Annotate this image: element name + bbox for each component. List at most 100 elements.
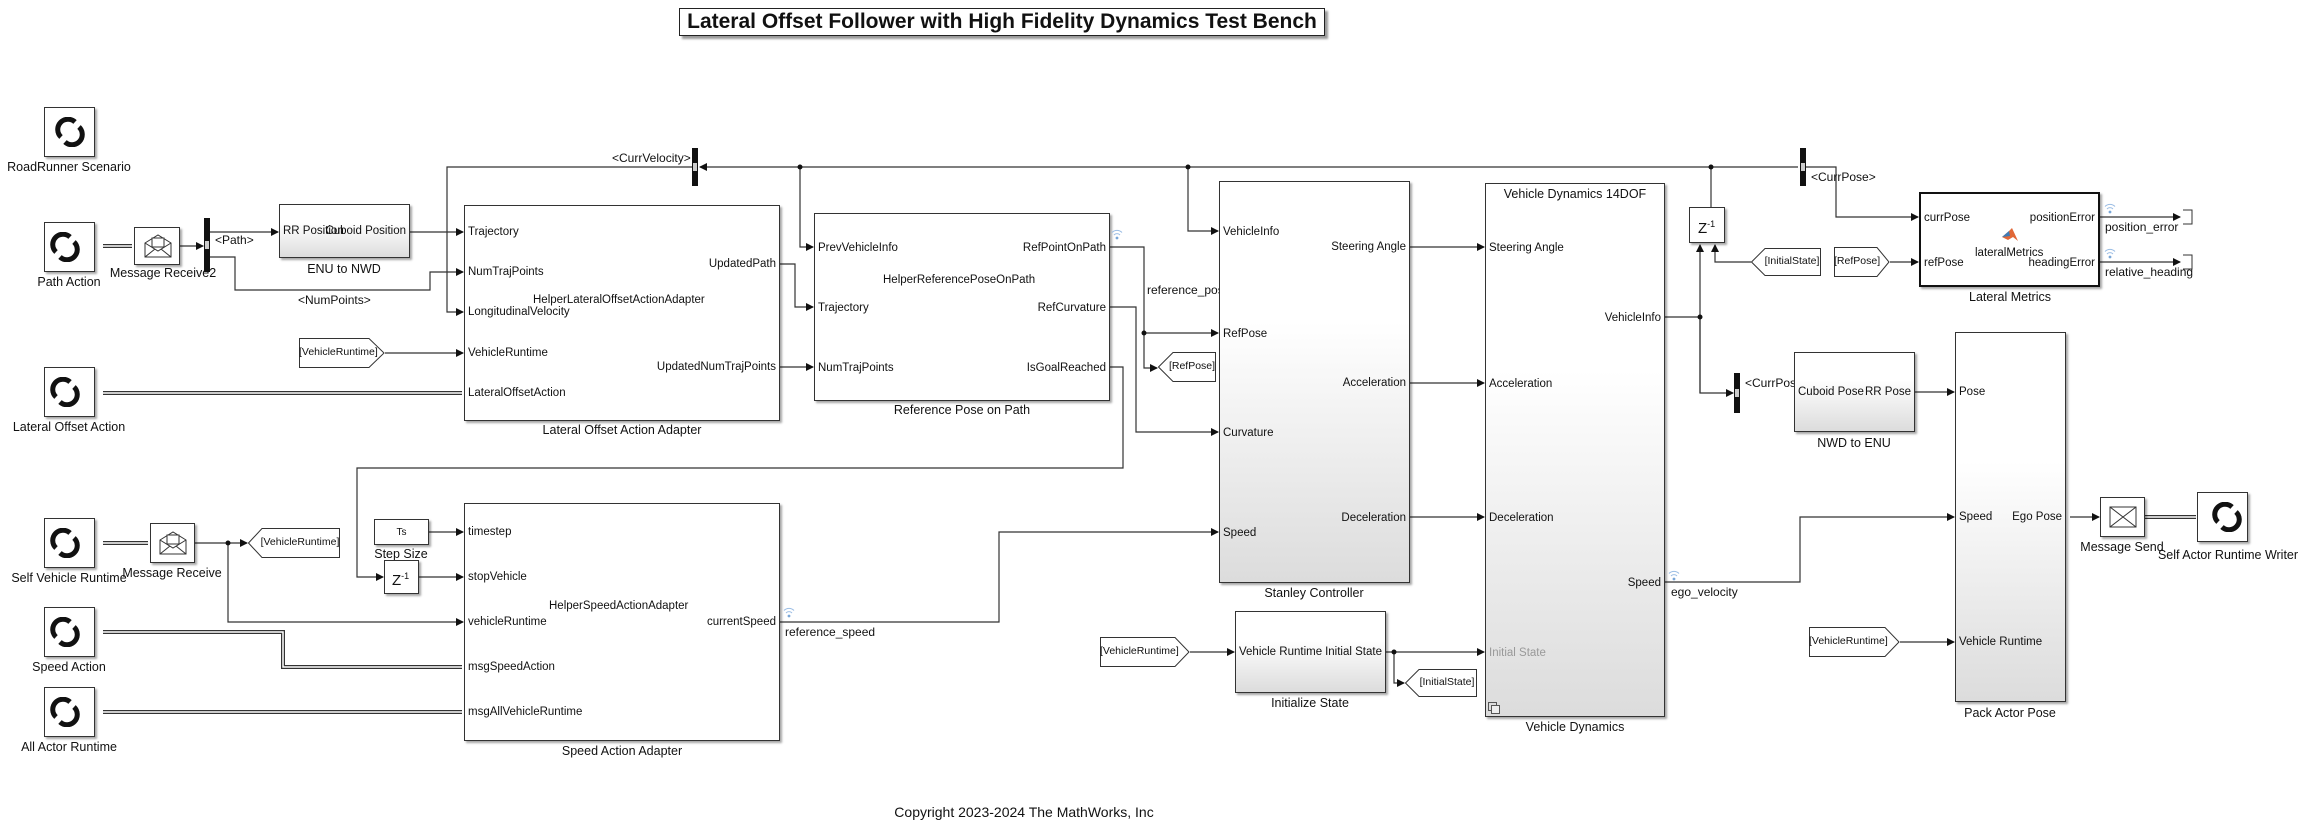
nwd-to-enu-block[interactable]: Cuboid Pose RR Pose xyxy=(1794,352,1915,432)
port-label: NumTrajPoints xyxy=(818,362,894,374)
enu-to-nwd-block[interactable]: RR Position Cuboid Position xyxy=(279,204,410,258)
ref-pose-from-tag[interactable]: [RefPose] xyxy=(1834,247,1890,277)
port-label: Pose xyxy=(1959,386,1986,398)
port-label: Acceleration xyxy=(1489,378,1553,390)
roadrunner-scenario-caption: RoadRunner Scenario xyxy=(7,160,131,174)
path-action-caption: Path Action xyxy=(37,275,101,289)
signal-log-icon xyxy=(2104,248,2116,259)
speed-action-block[interactable] xyxy=(44,607,95,657)
message-receive2-block[interactable] xyxy=(134,227,180,265)
ref-pose-goto-tag[interactable]: [RefPose] xyxy=(1158,352,1216,382)
port-label: Speed xyxy=(1627,577,1661,589)
bus-selector[interactable] xyxy=(1800,148,1806,186)
enu-to-nwd-caption: ENU to NWD xyxy=(307,262,381,276)
bus-selector[interactable] xyxy=(204,218,210,272)
port-label: Cuboid Pose xyxy=(1798,386,1864,398)
all-actor-runtime-caption: All Actor Runtime xyxy=(21,740,117,754)
diagram-title: Lateral Offset Follower with High Fideli… xyxy=(679,8,1325,36)
port-label: headingError xyxy=(2028,257,2095,269)
port-label: LateralOffsetAction xyxy=(468,387,566,399)
roadrunner-event-icon xyxy=(49,697,80,727)
message-send-block[interactable] xyxy=(2100,497,2145,537)
bus-selector[interactable] xyxy=(1734,373,1740,413)
lateral-offset-adapter-caption: Lateral Offset Action Adapter xyxy=(542,423,702,437)
roadrunner-icon xyxy=(54,117,85,147)
port-label: Ego Pose xyxy=(2012,511,2062,523)
vehicle-runtime-goto-tag[interactable]: [VehicleRuntime] xyxy=(248,528,340,558)
function-name: HelperReferencePoseOnPath xyxy=(883,274,1036,286)
stanley-controller-caption: Stanley Controller xyxy=(1264,586,1364,600)
speed-action-adapter-block[interactable]: timestep stopVehicle vehicleRuntime msgS… xyxy=(464,503,780,741)
ego-velocity-label: ego_velocity xyxy=(1671,585,1738,599)
port-label: Initial State xyxy=(1325,646,1382,658)
vehicle-runtime-from-tag[interactable]: [VehicleRuntime] xyxy=(1100,637,1190,667)
initial-state-from-tag[interactable]: [InitialState] xyxy=(1751,248,1821,276)
port-label: Cuboid Position xyxy=(325,225,406,237)
all-actor-runtime-block[interactable] xyxy=(44,687,95,737)
port-label: RR Position xyxy=(283,225,344,237)
port-label: stopVehicle xyxy=(468,571,527,583)
roadrunner-event-icon xyxy=(49,377,80,407)
bus-selector[interactable] xyxy=(692,148,698,186)
port-label: Steering Angle xyxy=(1489,242,1564,254)
port-label: refPose xyxy=(1924,257,1964,269)
function-name: HelperSpeedActionAdapter xyxy=(549,600,689,612)
stanley-controller-block[interactable]: VehicleInfo RefPose Curvature Speed Stee… xyxy=(1219,181,1410,583)
roadrunner-scenario-block[interactable] xyxy=(44,107,95,157)
relative-heading-label: relative_heading xyxy=(2105,265,2194,279)
port-label: Trajectory xyxy=(468,226,519,238)
pack-actor-pose-block[interactable]: Pose Speed Vehicle Runtime Ego Pose xyxy=(1955,332,2066,702)
port-label: timestep xyxy=(468,526,512,538)
reference-pose-caption: Reference Pose on Path xyxy=(893,403,1031,417)
roadrunner-event-icon xyxy=(49,617,80,647)
port-label: UpdatedPath xyxy=(708,258,776,270)
nwd-to-enu-caption: NWD to ENU xyxy=(1817,436,1891,450)
initialize-state-caption: Initialize State xyxy=(1271,696,1349,710)
port-label: Steering Angle xyxy=(1331,241,1406,253)
lateral-offset-adapter-block[interactable]: Trajectory NumTrajPoints LongitudinalVel… xyxy=(464,205,780,421)
vehicle-runtime-from-tag[interactable]: [VehicleRuntime] xyxy=(299,338,385,368)
port-label: Vehicle Runtime xyxy=(1959,636,2043,648)
port-label: msgSpeedAction xyxy=(468,661,555,673)
lateral-metrics-block[interactable]: currPose refPose positionError headingEr… xyxy=(1919,192,2100,287)
port-label: Deceleration xyxy=(1489,512,1554,524)
message-receive2-caption: Message Receive2 xyxy=(109,266,217,280)
numpoints-signal-label: <NumPoints> xyxy=(298,293,371,307)
signal-log-icon xyxy=(1111,229,1123,240)
copyright-notice: Copyright 2023-2024 The MathWorks, Inc xyxy=(894,804,1154,820)
step-size-block[interactable]: Ts xyxy=(374,519,429,545)
port-label: IsGoalReached xyxy=(1026,362,1106,374)
curr-pose-label: <CurrPose> xyxy=(1811,170,1876,184)
port-label: currPose xyxy=(1924,212,1971,224)
reference-pose-block[interactable]: PrevVehicleInfo Trajectory NumTrajPoints… xyxy=(814,213,1110,401)
initial-state-goto-tag[interactable]: [InitialState] xyxy=(1405,669,1477,697)
message-receive-block[interactable] xyxy=(150,523,195,563)
roadrunner-event-icon xyxy=(49,528,80,558)
curr-velocity-label: <CurrVelocity> xyxy=(612,151,691,165)
vehicle-runtime-from-tag[interactable]: [VehicleRuntime] xyxy=(1809,627,1900,657)
port-label: RefPointOnPath xyxy=(1022,242,1106,254)
message-send-caption: Message Send xyxy=(2080,540,2164,554)
reference-speed-label: reference_speed xyxy=(785,625,876,639)
port-label: Speed xyxy=(1223,527,1257,539)
roadrunner-event-icon xyxy=(49,232,80,262)
step-size-caption: Step Size xyxy=(374,547,428,561)
initialize-state-block[interactable]: Vehicle Runtime Initial State xyxy=(1235,611,1386,693)
path-action-block[interactable] xyxy=(44,222,95,272)
self-vehicle-runtime-block[interactable] xyxy=(44,518,95,568)
unit-delay-block[interactable]: Z-1 xyxy=(1689,207,1725,243)
unit-delay-block[interactable]: Z-1 xyxy=(384,560,419,594)
self-actor-runtime-writer-block[interactable] xyxy=(2197,492,2248,542)
unit-delay-label: Z-1 xyxy=(392,571,410,589)
pack-actor-pose-caption: Pack Actor Pose xyxy=(1964,706,2056,720)
message-receive-caption: Message Receive xyxy=(122,566,222,580)
signal-log-icon xyxy=(2104,203,2116,214)
port-label: positionError xyxy=(2029,212,2095,224)
vehicle-dynamics-block[interactable]: Vehicle Dynamics 14DOF Steering Angle Ac… xyxy=(1485,183,1665,717)
subsystem-reference-icon xyxy=(1488,702,1500,714)
port-label: VehicleInfo xyxy=(1223,226,1280,238)
port-label: LongitudinalVelocity xyxy=(468,306,570,318)
lateral-offset-action-block[interactable] xyxy=(44,367,95,417)
